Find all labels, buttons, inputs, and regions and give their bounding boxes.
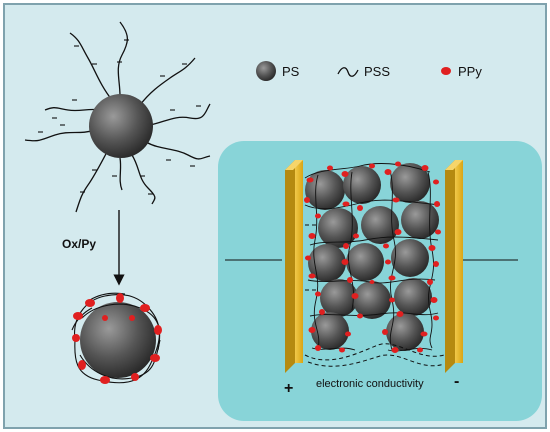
ppy-dots-coated xyxy=(72,293,162,384)
ps-pss-particle xyxy=(24,21,211,213)
network-current-paths xyxy=(304,224,445,367)
legend-pss-icon xyxy=(337,67,359,77)
legend-ppy-icon xyxy=(441,67,451,75)
conduction-label: electronic conductivity xyxy=(316,378,424,390)
legend-ps-icon xyxy=(256,61,276,81)
negative-electrode-label: - xyxy=(454,373,459,390)
ps-sphere-top xyxy=(89,94,153,158)
legend: PS PSS PPy xyxy=(256,61,482,81)
particle-network xyxy=(304,161,445,367)
legend-ppy-label: PPy xyxy=(458,64,482,79)
positive-electrode-label: + xyxy=(284,380,293,397)
positive-electrode xyxy=(285,160,303,373)
pss-chains xyxy=(24,21,211,213)
negative-electrode xyxy=(445,160,463,373)
ps-sphere-coated xyxy=(80,302,156,378)
legend-pss-label: PSS xyxy=(364,64,390,79)
cell: + electronic conductivity - xyxy=(218,141,542,421)
reaction-label: Ox/Py xyxy=(62,237,96,251)
pss-charges xyxy=(38,39,201,195)
ps-ppy-particle xyxy=(71,292,162,384)
network-ppy-dots xyxy=(304,161,441,353)
legend-ps-label: PS xyxy=(282,64,300,79)
